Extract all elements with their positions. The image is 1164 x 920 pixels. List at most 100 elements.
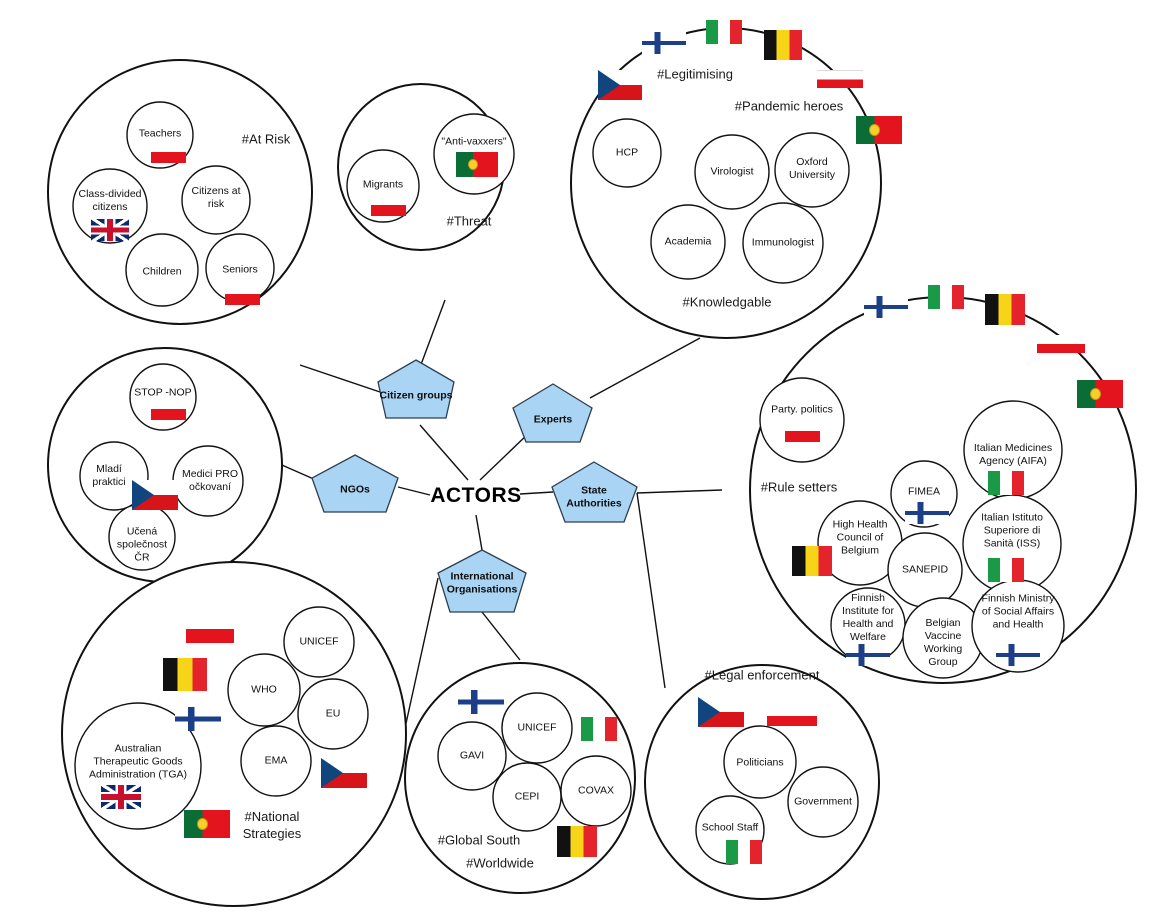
italy-flag-icon: [988, 558, 1024, 582]
poland-flag-icon: [225, 294, 260, 305]
connector-knowledgable: [589, 337, 701, 399]
node-children: [125, 233, 199, 307]
node-who: [227, 653, 301, 727]
node-ema: [240, 725, 312, 797]
italy-flag-icon: [928, 285, 964, 309]
hub-state-authorities-shape: [551, 461, 638, 523]
uk-flag-icon: [101, 785, 141, 809]
connector-ngos-actors: [397, 486, 431, 496]
label-politicians: Politicians: [736, 756, 784, 769]
finland-flag-icon: [864, 296, 908, 318]
czechia-flag-icon: [598, 70, 642, 100]
poland-flag-icon: [785, 431, 820, 442]
poland-flag-icon: [817, 70, 863, 88]
belgium-flag-icon: [985, 294, 1025, 325]
label-teachers: Teachers: [138, 127, 182, 140]
tag-global-south: #Global South: [437, 832, 521, 848]
finland-flag-icon: [905, 502, 949, 524]
label-migrants: Migrants: [362, 178, 404, 191]
node-virologist: [694, 134, 770, 210]
finland-flag-icon: [642, 32, 686, 54]
connector-state-actors: [519, 491, 554, 495]
node-gavi: [437, 721, 507, 791]
label-virologist: Virologist: [710, 165, 754, 178]
czechia-flag-icon: [132, 480, 178, 510]
diagram-title: ACTORS: [430, 484, 522, 507]
hub-international-label: International Organisations: [446, 570, 518, 595]
node-teachers: [126, 101, 194, 169]
label-medici-pro: Medici PRO očkovaní: [181, 467, 239, 493]
node-eu: [297, 678, 369, 750]
poland-flag-icon: [767, 706, 817, 726]
poland-flag-icon: [371, 205, 406, 216]
label-oxford: Oxford University: [788, 155, 836, 181]
node-government: [787, 766, 859, 838]
italy-flag-icon: [988, 471, 1024, 495]
belgium-flag-icon: [163, 658, 207, 691]
label-class-divided: Class-divided citizens: [78, 187, 142, 213]
label-mladi-praktici: Mladí praktici: [92, 462, 126, 488]
belgium-flag-icon: [557, 826, 597, 857]
portugal-flag-icon: [184, 810, 230, 838]
node-oxford: [774, 132, 850, 208]
tag-worldwide: #Worldwide: [466, 855, 534, 871]
label-seniors: Seniors: [222, 263, 258, 276]
tag-pandemic-heroes: #Pandemic heroes: [734, 98, 844, 114]
finland-flag-icon: [846, 644, 890, 666]
czechia-flag-icon: [321, 758, 367, 788]
label-fimea: FIMEA: [907, 485, 941, 498]
belgium-flag-icon: [764, 30, 802, 60]
connector-rule-setters: [636, 489, 723, 494]
node-politicians: [723, 725, 797, 799]
label-cepi: CEPI: [514, 790, 540, 803]
label-tga: Australian Therapeutic Goods Administrat…: [88, 742, 188, 781]
finland-flag-icon: [175, 707, 221, 731]
connector-citizen-actors: [419, 424, 469, 481]
label-finnish-ministry: Finnish Ministry of Social Affairs and H…: [981, 592, 1055, 631]
node-hcp: [592, 118, 662, 188]
label-high-health: High Health Council of Belgium: [832, 518, 888, 557]
label-belgian-vaccine: Belgian Vaccine Working Group: [923, 616, 963, 669]
tag-at-risk: #At Risk: [241, 131, 291, 147]
connector-at-risk: [299, 364, 381, 393]
connector-national: [404, 577, 439, 729]
node-citizens-at-risk: [181, 165, 251, 235]
connector-intl-actors: [475, 514, 483, 551]
belgium-flag-icon: [792, 546, 832, 576]
tag-national-strategies: #National Strategies: [242, 809, 302, 841]
czechia-flag-icon: [698, 697, 744, 727]
italy-flag-icon: [726, 840, 762, 864]
label-school-staff: School Staff: [701, 821, 759, 834]
portugal-flag-icon: [456, 152, 498, 177]
label-ema: EMA: [264, 754, 288, 767]
node-mladi-praktici: [79, 441, 149, 511]
italy-flag-icon: [581, 717, 617, 741]
hub-citizen-groups-label: Citizen groups: [379, 389, 453, 402]
label-hcp: HCP: [615, 146, 639, 159]
uk-flag-icon: [91, 219, 129, 241]
node-academia: [650, 204, 726, 280]
connector-legal: [636, 492, 666, 689]
hub-ngos-label: NGOs: [340, 483, 370, 496]
label-party-politics: Party. politics: [771, 403, 833, 416]
italy-flag-icon: [706, 20, 742, 44]
poland-flag-icon: [186, 629, 234, 643]
node-immunologist: [742, 202, 824, 284]
label-unicef-national: UNICEF: [299, 635, 339, 648]
tag-threat: #Threat: [446, 213, 492, 229]
hub-state-authorities-label: State Authorities: [566, 484, 622, 509]
label-who: WHO: [251, 683, 277, 696]
label-finnish-institute: Finnish Institute for Health and Welfare: [842, 591, 894, 644]
tag-legitimising: #Legitimising: [657, 66, 733, 82]
label-children: Children: [142, 265, 182, 278]
node-party-politics: [759, 377, 845, 463]
portugal-flag-icon: [856, 116, 902, 144]
portugal-flag-icon: [1077, 380, 1123, 408]
tag-knowledgable: #Knowledgable: [682, 294, 772, 310]
label-eu: EU: [325, 707, 341, 720]
label-citizens-at-risk: Citizens at risk: [191, 184, 241, 210]
node-unicef-global: [501, 692, 573, 764]
tag-rule-setters: #Rule setters: [760, 479, 838, 495]
label-immunologist: Immunologist: [751, 236, 815, 249]
